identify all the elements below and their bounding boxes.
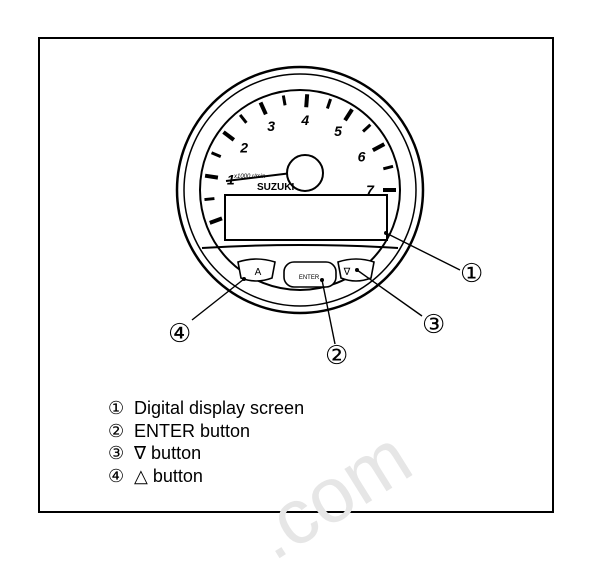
brand-logo: SUZUKI xyxy=(257,182,294,193)
enter-button-label: ENTER xyxy=(299,275,320,281)
leader-line-2 xyxy=(321,279,336,345)
inner-bezel-ring xyxy=(183,73,417,307)
minor-tick xyxy=(210,151,222,158)
leader-line-4 xyxy=(191,278,245,321)
panel-separator xyxy=(201,244,399,249)
leader-line-1 xyxy=(385,232,461,271)
legend-item-enter: ② ENTER button xyxy=(108,420,304,443)
legend-item-up: ④ △ button xyxy=(108,465,304,488)
dial-number: 2 xyxy=(239,140,248,156)
dial-number: 4 xyxy=(300,112,309,128)
legend-item-down: ③ ∇ button xyxy=(108,442,304,465)
major-tick xyxy=(209,216,223,225)
legend-text: Digital display screen xyxy=(134,398,305,418)
legend-number: ① xyxy=(108,398,125,418)
digital-display-screen xyxy=(224,194,388,241)
legend-text: △ button xyxy=(134,465,203,486)
legend-number: ③ xyxy=(108,443,125,463)
minor-tick xyxy=(281,95,287,106)
needle-hub xyxy=(286,154,324,192)
legend-text: ∇ button xyxy=(134,443,202,463)
dial-number: 3 xyxy=(267,118,275,134)
legend-number: ② xyxy=(108,420,125,441)
leader-dot-2 xyxy=(320,278,324,282)
major-tick xyxy=(204,173,219,180)
legend-text: ENTER button xyxy=(134,420,251,441)
major-tick xyxy=(258,101,268,116)
minor-tick xyxy=(238,114,248,124)
major-tick xyxy=(343,108,354,122)
minor-tick xyxy=(204,197,215,202)
minor-tick xyxy=(382,164,394,171)
leader-line-3 xyxy=(356,269,423,317)
leader-dot-3 xyxy=(355,268,359,272)
callout-3: ③ xyxy=(422,310,445,340)
legend-item-display: ① Digital display screen xyxy=(108,397,304,420)
outer-bezel-ring xyxy=(175,65,425,315)
dial-face-ring xyxy=(199,89,401,291)
major-tick xyxy=(222,130,236,142)
leader-dot-4 xyxy=(242,277,246,281)
callout-1: ① xyxy=(460,259,483,289)
down-button-symbol: ∇ xyxy=(343,267,351,278)
minor-tick xyxy=(362,123,372,133)
leader-dot-1 xyxy=(384,231,388,235)
callout-4: ④ xyxy=(168,319,191,349)
legend-number: ④ xyxy=(108,465,125,486)
dial-ticks xyxy=(204,94,396,225)
legend: ① Digital display screen ② ENTER button … xyxy=(108,397,304,487)
unit-label: x1000 r/min xyxy=(233,174,266,180)
up-button[interactable] xyxy=(237,258,276,282)
dial-number: 6 xyxy=(358,149,366,165)
major-tick xyxy=(304,94,310,108)
major-tick xyxy=(371,142,386,153)
minor-tick xyxy=(325,98,332,109)
callout-2: ② xyxy=(325,341,348,371)
up-button-symbol: A xyxy=(255,267,262,278)
dial-number: 7 xyxy=(366,182,375,198)
dial-number: 5 xyxy=(334,123,342,139)
